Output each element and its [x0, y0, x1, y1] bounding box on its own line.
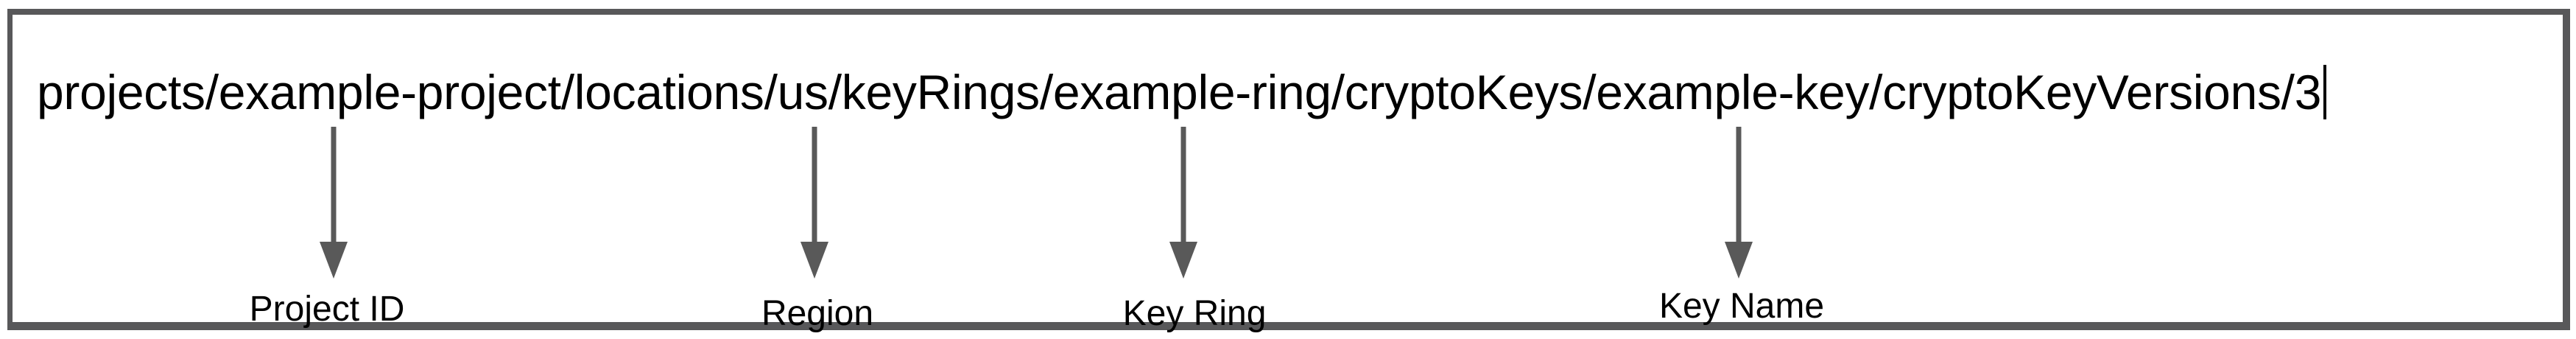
annotation-label-key-ring: Key Ring	[1122, 294, 1267, 333]
down-arrow-icon	[1724, 127, 1753, 280]
diagram-frame: projects/example-project/locations/us/ke…	[7, 9, 2570, 333]
down-arrow-icon	[800, 127, 829, 280]
down-arrow-icon	[1169, 127, 1198, 280]
annotation-label-project-id: Project ID	[249, 290, 405, 329]
annotation-label-key-name: Key Name	[1658, 287, 1825, 326]
annotation-label-region: Region	[761, 294, 874, 333]
resource-path-value: projects/example-project/locations/us/ke…	[37, 65, 2322, 119]
text-cursor	[2323, 65, 2327, 119]
down-arrow-icon	[319, 127, 348, 280]
resource-path-text: projects/example-project/locations/us/ke…	[37, 63, 2327, 121]
